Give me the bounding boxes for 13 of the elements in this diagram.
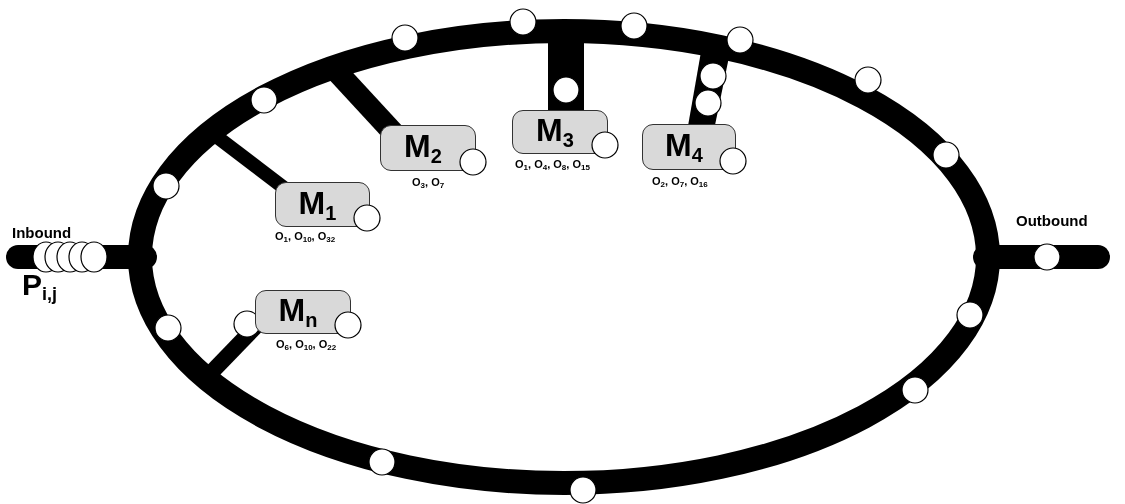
operation-list: O$_{6}$, O$_{10}$, O$_{22}$ <box>276 338 337 352</box>
text-label: P$_{i,j}$ <box>22 268 58 305</box>
operation-list: O$_{2}$, O$_{7}$, O$_{16}$ <box>652 175 708 189</box>
machine-label: M$_{3}$ <box>536 114 575 150</box>
machine-label: M$_{1}$ <box>298 186 338 223</box>
text-label: Inbound <box>12 224 72 241</box>
operation-list: O$_{1}$, O$_{4}$, O$_{8}$, O$_{15}$ <box>515 158 590 172</box>
text-label: Outbound <box>1016 212 1088 229</box>
machine-label: M$_{4}$ <box>665 129 704 165</box>
operation-list: O$_{1}$, O$_{10}$, O$_{32}$ <box>275 230 336 244</box>
operation-list: O$_{3}$, O$_{7}$ <box>412 176 445 190</box>
machine-label: M$_{2}$ <box>404 130 443 166</box>
machine-label: M$_{n}$ <box>278 294 319 330</box>
